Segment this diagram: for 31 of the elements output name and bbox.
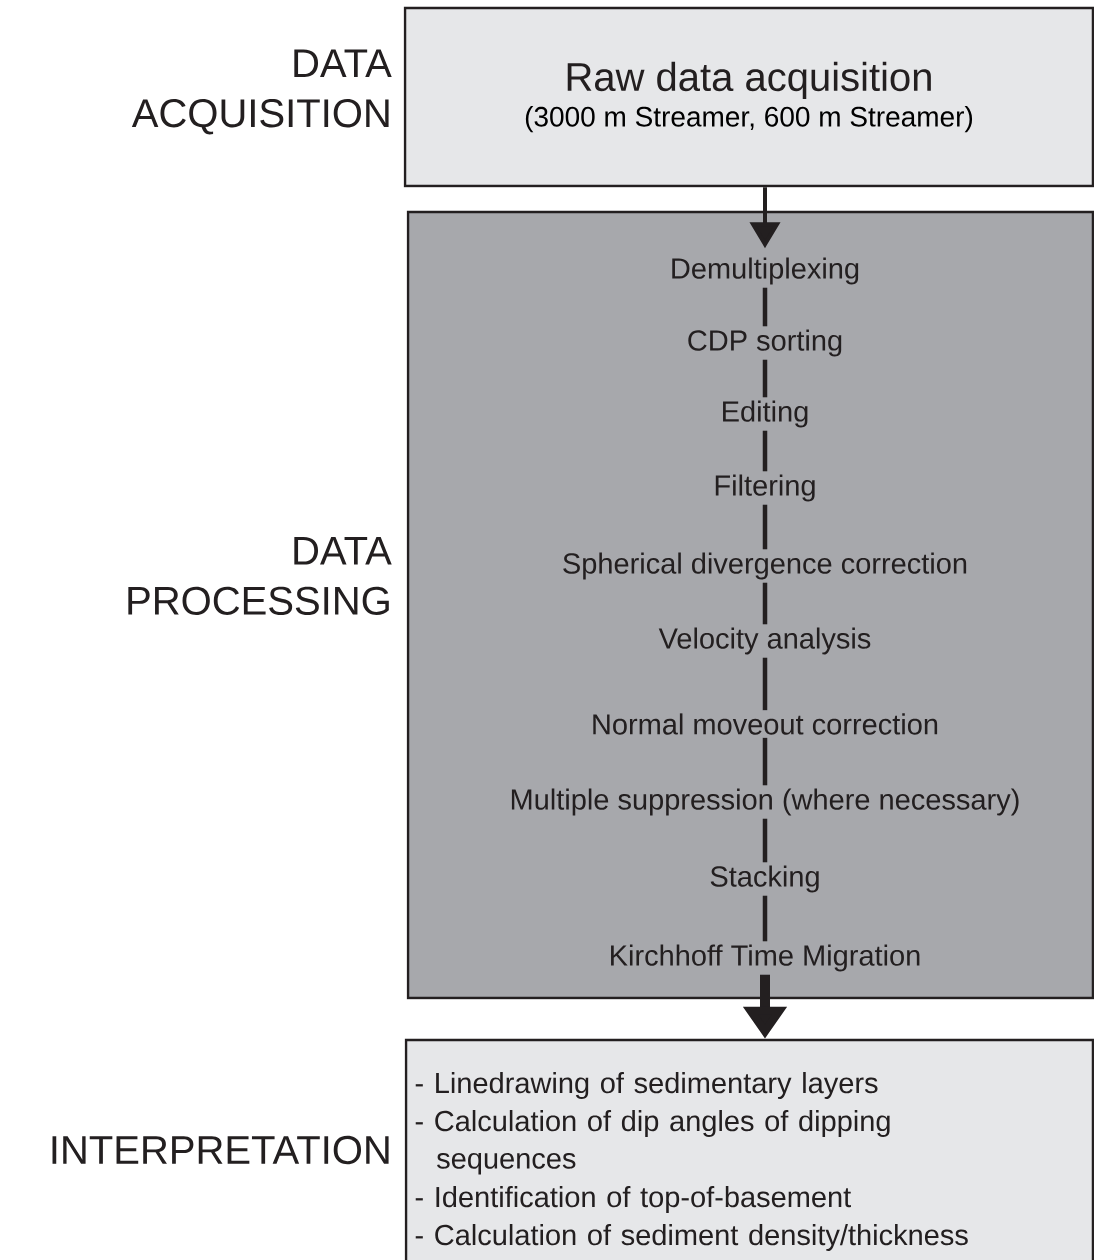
side-heading: DATA PROCESSING — [128, 537, 392, 615]
box-subtitle: (3000 m Streamer, 600 m Streamer) — [525, 106, 973, 133]
connector-line — [762, 504, 768, 550]
side-heading: INTERPRETATION — [52, 1135, 389, 1165]
bullet-text: - Calculation of sediment density/thickness — [415, 1224, 968, 1252]
stage-box — [404, 1038, 1094, 1260]
step-text: Stacking — [710, 865, 819, 893]
step-text: Editing — [723, 400, 808, 428]
connector-line — [762, 287, 768, 327]
step-text: Multiple suppression (where necessary) — [511, 788, 1019, 816]
side-heading: DATA ACQUISITION — [131, 49, 392, 135]
step-text: Demultiplexing — [672, 257, 859, 285]
box-heading: Raw data acquisition — [567, 61, 931, 100]
step-text: Kirchhoff Time Migration — [611, 944, 920, 972]
bullet-text: - Linedrawing of sedimentary layers — [415, 1072, 878, 1100]
connector-line — [762, 359, 768, 398]
step-text: Normal moveout correction — [593, 713, 938, 735]
bullet-text: - Identification of top-of-basement — [415, 1186, 851, 1214]
connector-line — [762, 895, 768, 942]
step-text: Velocity analysis — [658, 627, 871, 655]
processing-box — [406, 210, 1094, 1000]
connector-line — [762, 582, 768, 625]
connector-line — [762, 737, 768, 786]
bullet-text: - Calculation of dip angles of dipping sequences — [415, 1110, 890, 1175]
stage-box — [403, 6, 1094, 188]
step-text: CDP sorting — [688, 329, 842, 357]
step-text: Spherical divergence correction — [563, 552, 967, 580]
step-text: Filtering — [715, 474, 815, 502]
connector-line — [762, 818, 768, 863]
connector-line — [762, 430, 768, 472]
connector-line — [762, 657, 768, 711]
